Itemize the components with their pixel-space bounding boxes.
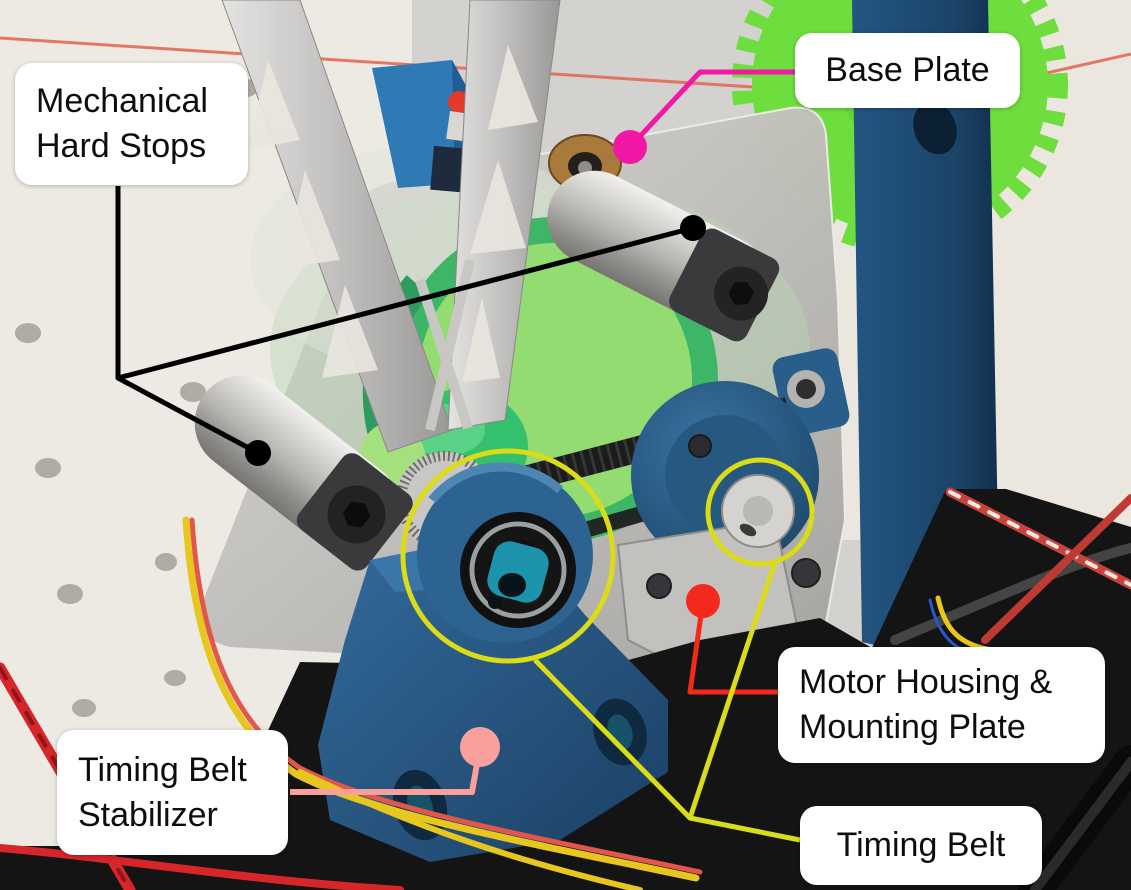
label-text: Stabilizer	[78, 795, 218, 834]
label-timing-belt-stabilizer: Timing Belt Stabilizer	[57, 730, 288, 855]
label-text: Base Plate	[825, 51, 990, 89]
laser-line-right	[1041, 52, 1131, 76]
motor-bolt	[688, 434, 712, 458]
label-text: Mechanical	[36, 82, 208, 120]
motor-housing-leader	[687, 600, 780, 695]
label-text: Hard Stops	[36, 127, 207, 165]
annotations	[115, 69, 815, 843]
label-motor-housing: Motor Housing & Mounting Plate	[778, 647, 1105, 763]
motor-housing-dot	[686, 584, 720, 618]
hard-stops-leader-upper	[117, 225, 694, 381]
timing-belt-leader-b	[687, 561, 778, 819]
wires	[0, 487, 1131, 890]
hard-stops-dot-lower	[245, 440, 271, 466]
lever-arms	[221, 0, 561, 453]
base-plate-dot	[613, 130, 647, 164]
label-timing-belt: Timing Belt	[800, 806, 1042, 885]
hard-stop-upper	[547, 170, 780, 342]
hard-stops-dot-upper	[680, 215, 706, 241]
label-text: Timing Belt	[78, 750, 247, 789]
post-hole	[913, 101, 957, 155]
label-base-plate: Base Plate	[795, 33, 1020, 108]
hard-stop-lower	[194, 375, 413, 571]
timing-belt-circle-small	[705, 457, 815, 567]
label-mechanical-hard-stops: Mechanical Hard Stops	[15, 63, 248, 185]
stabilizer-dot	[460, 727, 500, 767]
label-text: Motor Housing &	[799, 663, 1053, 701]
base-plate-leader	[628, 69, 795, 149]
stabilizer-part	[318, 462, 668, 862]
label-text: Timing Belt	[836, 826, 1006, 864]
label-text: Mounting Plate	[799, 708, 1026, 746]
timing-belt-circle-large	[400, 448, 616, 664]
